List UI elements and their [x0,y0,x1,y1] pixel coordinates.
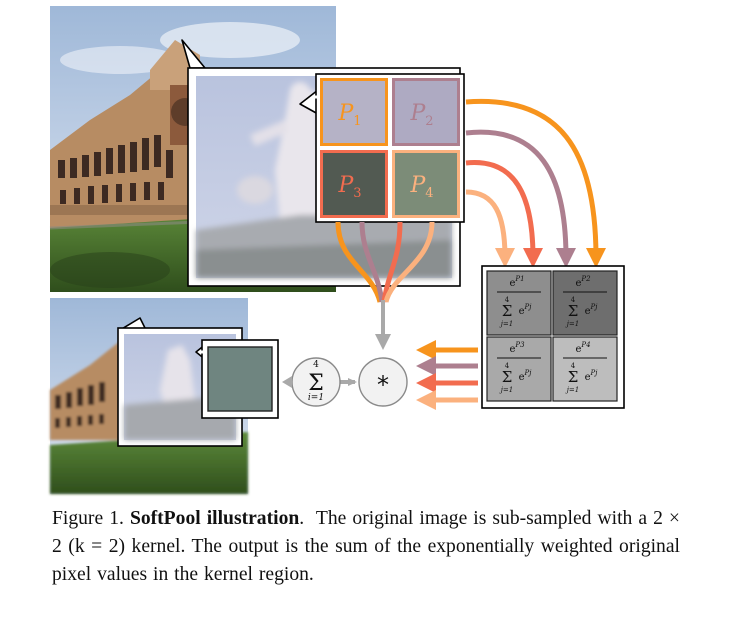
weight-to-multiply-arrows [416,340,478,410]
sum-to-output-arrow [282,376,292,388]
pixel-cell-1: P1 [320,78,388,146]
weight-sum-lower: j=1 [565,386,580,394]
weight-sum-symbol: Σ [568,368,579,386]
sum-symbol: Σ [308,371,324,396]
multiply-symbol: * [377,371,389,399]
sum-lower: i=1 [308,393,324,403]
output-pixel [207,346,273,412]
weight-sum-upper: 4 [505,296,510,304]
pixel-cell-3: P3 [320,150,388,218]
weight-sum-symbol: Σ [502,368,513,386]
weight-sum-lower: j=1 [499,386,514,394]
caption-body: The original image is sub-sampled with a… [52,508,680,585]
weight-sum-lower: j=1 [565,320,580,328]
weight-sum-upper: 4 [505,362,510,370]
pixel-cell-2: P2 [392,78,460,146]
zoom-region-output [117,317,279,447]
weight-sum-lower: j=1 [499,320,514,328]
pixel-cell-4: P4 [392,150,460,218]
pixel-to-weight-arrows [465,98,606,268]
weight-cells: eP14Σj=1ePjeP24Σj=1ePjeP34Σj=1ePjeP44Σj=… [486,270,618,402]
caption-title: SoftPool illustration [129,508,300,529]
weight-sum-upper: 4 [571,296,576,304]
weight-sum-symbol: Σ [502,302,513,320]
multiply-node: * [358,357,408,407]
sum-upper: 4 [313,360,319,370]
weight-sum-upper: 4 [571,362,576,370]
caption-label: Figure 1. [52,508,124,529]
sum-node: 4 Σ i=1 [291,357,341,407]
caption-title-end: . [299,508,305,529]
weight-sum-symbol: Σ [568,302,579,320]
pixel-to-multiply-arrows [335,221,435,350]
figure-caption: Figure 1. SoftPool illustration. The ori… [52,505,680,589]
